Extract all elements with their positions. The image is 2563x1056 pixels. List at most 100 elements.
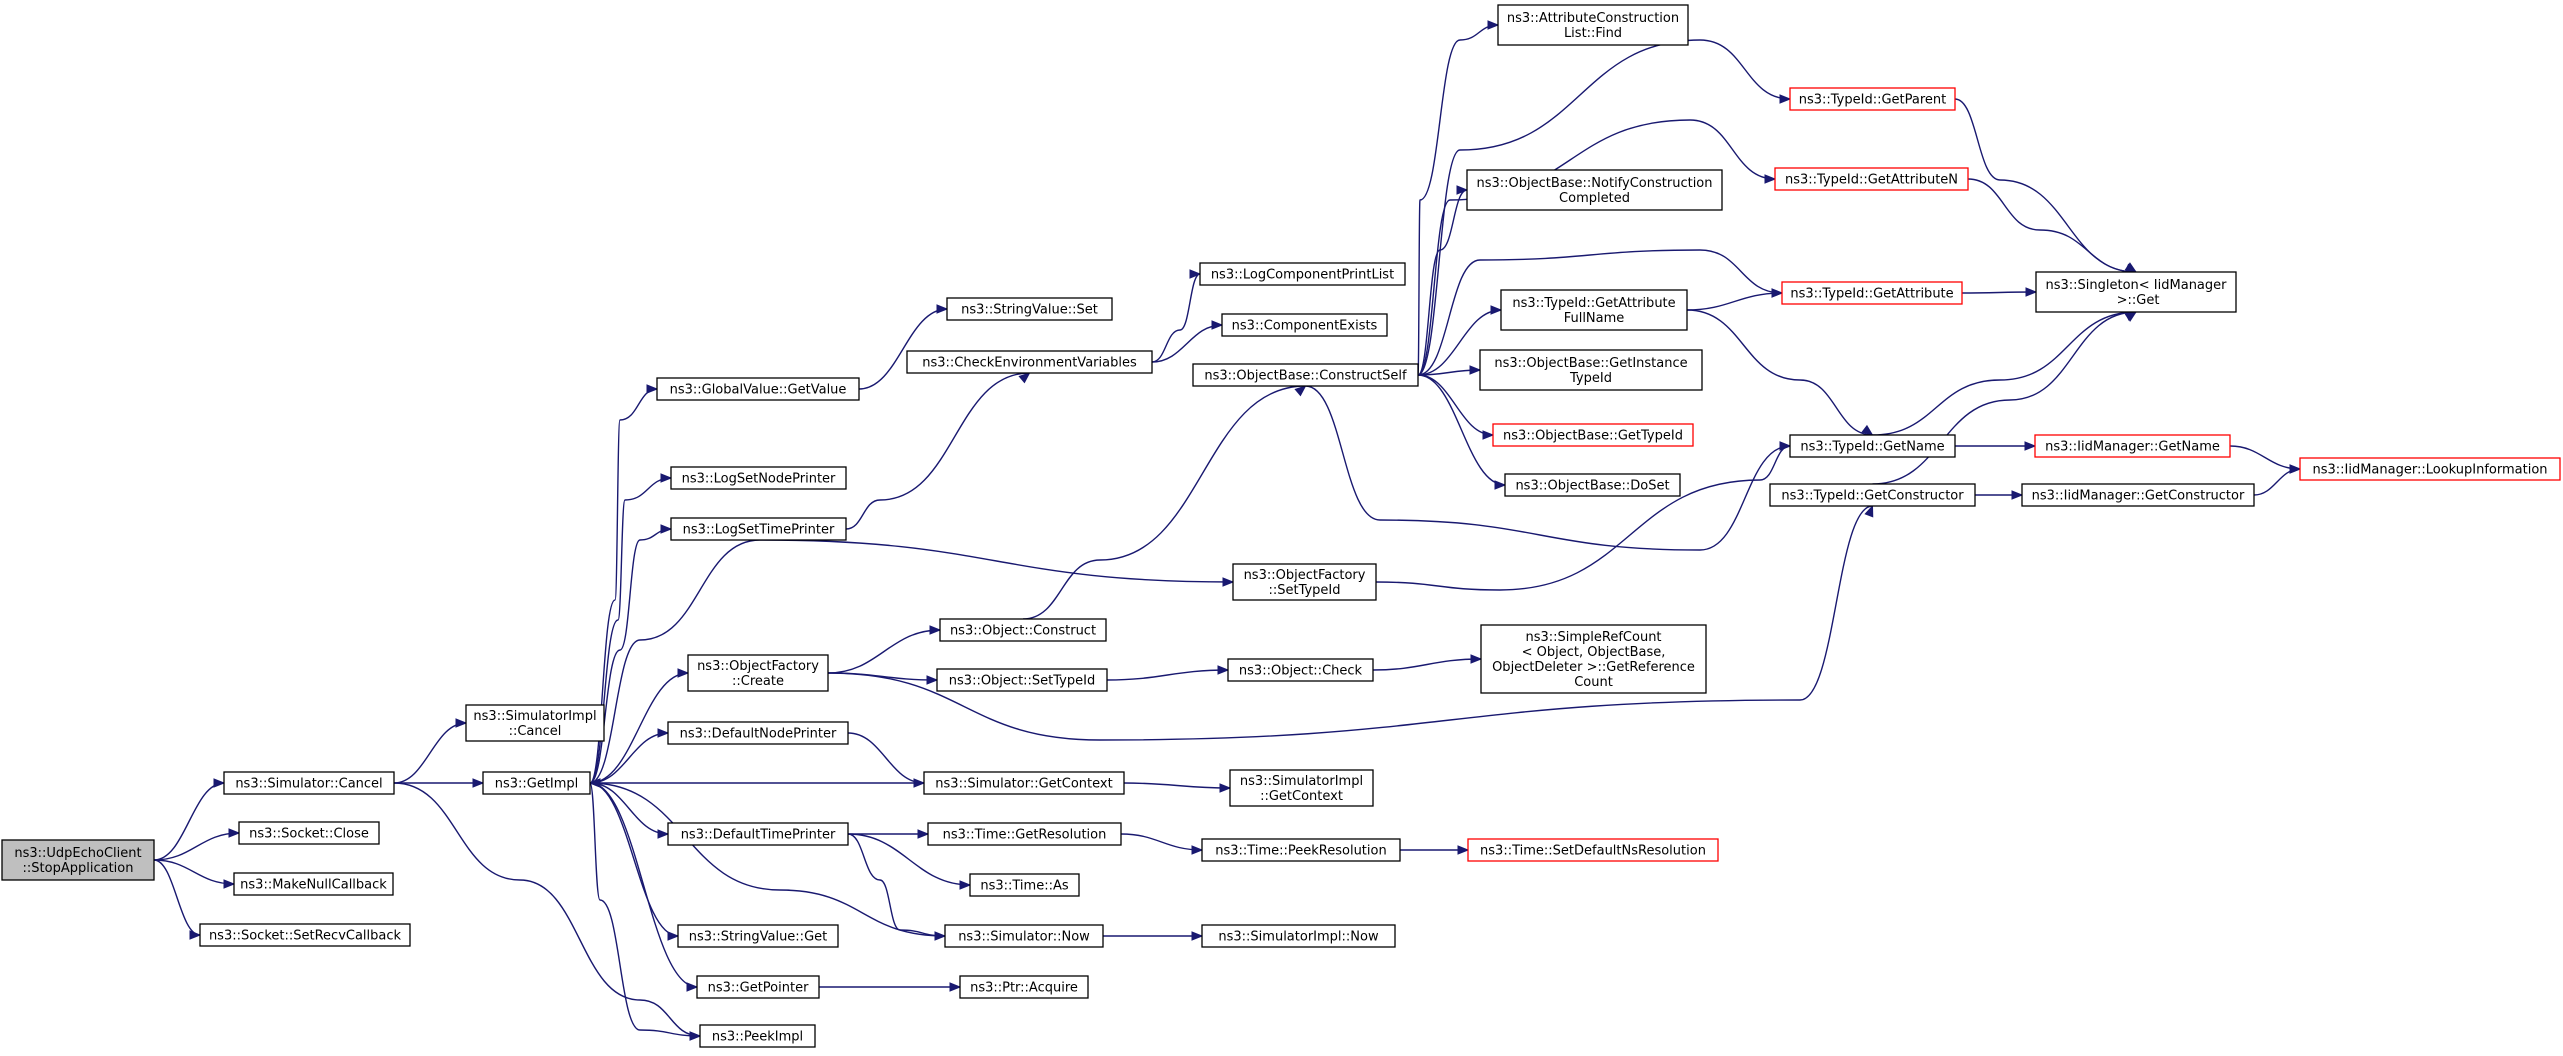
node-simnow[interactable]: ns3::Simulator::Now bbox=[944, 924, 1104, 948]
node-makenull[interactable]: ns3::MakeNullCallback bbox=[233, 872, 394, 896]
edge-tidgetname-to-iidgetname bbox=[1954, 441, 2037, 451]
node-obnotify[interactable]: ns3::ObjectBase::NotifyConstructionCompl… bbox=[1466, 169, 1723, 211]
node-tidgetattrn[interactable]: ns3::TypeId::GetAttributeN bbox=[1774, 167, 1969, 191]
edge-simnow-to-getimpl bbox=[588, 778, 946, 937]
node-box bbox=[1492, 423, 1694, 447]
node-deftimeprinter[interactable]: ns3::DefaultTimePrinter bbox=[667, 822, 849, 846]
node-compexists[interactable]: ns3::ComponentExists bbox=[1221, 313, 1388, 337]
edge-line bbox=[1967, 178, 2137, 273]
node-sockclose[interactable]: ns3::Socket::Close bbox=[238, 821, 380, 845]
node-peekimpl[interactable]: ns3::PeekImpl bbox=[699, 1024, 816, 1048]
edge-simcancel-to-simimplcancel bbox=[393, 718, 468, 784]
node-logcompprint[interactable]: ns3::LogComponentPrintList bbox=[1199, 262, 1406, 286]
node-simcancel[interactable]: ns3::Simulator::Cancel bbox=[223, 771, 395, 795]
node-iidlookup[interactable]: ns3::IidManager::LookupInformation bbox=[2299, 457, 2561, 481]
node-label: ns3::TypeId::GetParent bbox=[1799, 93, 1947, 108]
node-logtimeprinter[interactable]: ns3::LogSetTimePrinter bbox=[670, 517, 847, 541]
edge-stopapp-to-makenull bbox=[153, 859, 236, 889]
edge-line bbox=[589, 782, 698, 988]
node-tidgetparent[interactable]: ns3::TypeId::GetParent bbox=[1789, 87, 1956, 111]
node-timepeekres[interactable]: ns3::Time::PeekResolution bbox=[1201, 838, 1401, 862]
node-obdoset[interactable]: ns3::ObjectBase::DoSet bbox=[1504, 473, 1681, 497]
node-objfactorycreate[interactable]: ns3::ObjectFactory::Create bbox=[687, 654, 829, 692]
edge-iidgetctor-to-iidlookup bbox=[2253, 464, 2302, 496]
node-box bbox=[939, 618, 1107, 642]
node-label: ns3::Ptr::Acquire bbox=[970, 981, 1078, 996]
node-timegetres[interactable]: ns3::Time::GetResolution bbox=[927, 822, 1122, 846]
node-tidgetattr[interactable]: ns3::TypeId::GetAttribute bbox=[1781, 281, 1963, 305]
edge-objsettypeid-to-objcheck bbox=[1106, 665, 1230, 681]
node-label: ns3::Object::Construct bbox=[950, 624, 1096, 639]
node-setrecv[interactable]: ns3::Socket::SetRecvCallback bbox=[199, 923, 411, 947]
edge-arrowhead bbox=[1189, 269, 1202, 279]
node-tidgetctor[interactable]: ns3::TypeId::GetConstructor bbox=[1769, 483, 1976, 507]
node-setdefaultns[interactable]: ns3::Time::SetDefaultNsResolution bbox=[1467, 838, 1719, 862]
node-defnodeprinter[interactable]: ns3::DefaultNodePrinter bbox=[667, 721, 849, 745]
node-svset[interactable]: ns3::StringValue::Set bbox=[946, 297, 1113, 321]
node-box bbox=[1466, 169, 1723, 211]
edge-line bbox=[1120, 833, 1203, 851]
node-label: < Object, ObjectBase, bbox=[1522, 645, 1666, 660]
edge-objfactorycreate-to-tidgetctor bbox=[827, 504, 1874, 741]
node-box bbox=[1227, 658, 1374, 682]
edge-deftimeprinter-to-timeas bbox=[847, 833, 972, 890]
node-label: ns3::MakeNullCallback bbox=[240, 878, 387, 893]
node-simgetcontext[interactable]: ns3::Simulator::GetContext bbox=[923, 771, 1125, 795]
edge-arrowhead bbox=[1487, 20, 1500, 30]
edge-obconstructself-to-tidattrfullname bbox=[1417, 305, 1503, 376]
edge-tidgetctor-to-singletonget bbox=[1872, 311, 2138, 485]
edge-arrowhead bbox=[228, 828, 241, 838]
node-obconstructself[interactable]: ns3::ObjectBase::ConstructSelf bbox=[1192, 363, 1419, 387]
edge-ofsettypeid-to-tidgetname bbox=[1375, 441, 1792, 591]
node-iidgetname[interactable]: ns3::IidManager::GetName bbox=[2034, 434, 2231, 458]
node-stopapp[interactable]: ns3::UdpEchoClient::StopApplication bbox=[1, 839, 155, 881]
node-label: ns3::ObjectBase::GetTypeId bbox=[1503, 429, 1683, 444]
edge-timepeekres-to-setdefaultns bbox=[1399, 845, 1470, 855]
edge-line bbox=[589, 782, 679, 937]
node-gvgetvalue[interactable]: ns3::GlobalValue::GetValue bbox=[656, 377, 860, 401]
node-box bbox=[1467, 838, 1719, 862]
edge-line bbox=[1151, 273, 1201, 363]
edge-tidgetparent-to-singletonget bbox=[1954, 98, 2138, 273]
node-box bbox=[2021, 483, 2255, 507]
edge-arrowhead bbox=[1191, 931, 1204, 941]
edge-arrowhead bbox=[689, 1031, 702, 1041]
node-ofsettypeid[interactable]: ns3::ObjectFactory::SetTypeId bbox=[1232, 563, 1377, 601]
edge-line bbox=[845, 372, 1030, 530]
edge-line bbox=[1872, 311, 2137, 485]
edge-tidgetname-to-singletonget bbox=[1872, 311, 2138, 436]
node-ptracquire[interactable]: ns3::Ptr::Acquire bbox=[959, 975, 1089, 999]
edge-simcancel-to-peekimpl bbox=[393, 782, 702, 1041]
node-getimpl[interactable]: ns3::GetImpl bbox=[482, 771, 591, 795]
edge-obconstructself-to-obgetinstance bbox=[1417, 365, 1482, 376]
node-timeas[interactable]: ns3::Time::As bbox=[969, 873, 1080, 897]
edge-line bbox=[1305, 385, 1791, 551]
node-getpointer[interactable]: ns3::GetPointer bbox=[696, 975, 820, 999]
node-simimplgetctx[interactable]: ns3::SimulatorImpl::GetContext bbox=[1229, 769, 1374, 807]
node-lognodeprinter[interactable]: ns3::LogSetNodePrinter bbox=[670, 466, 847, 490]
node-box bbox=[1201, 838, 1401, 862]
node-obgettypeid[interactable]: ns3::ObjectBase::GetTypeId bbox=[1492, 423, 1694, 447]
node-label: ns3::TypeId::GetName bbox=[1800, 440, 1944, 455]
node-svget[interactable]: ns3::StringValue::Get bbox=[677, 924, 839, 948]
node-box bbox=[1201, 924, 1396, 948]
node-label: ::Create bbox=[732, 674, 784, 689]
node-simimplcancel[interactable]: ns3::SimulatorImpl::Cancel bbox=[465, 704, 605, 742]
node-objcheck[interactable]: ns3::Object::Check bbox=[1227, 658, 1374, 682]
node-singletonget[interactable]: ns3::Singleton< IidManager >::Get bbox=[2035, 271, 2237, 313]
node-label: ns3::UdpEchoClient bbox=[14, 846, 141, 861]
node-iidgetctor[interactable]: ns3::IidManager::GetConstructor bbox=[2021, 483, 2255, 507]
node-simimplnow[interactable]: ns3::SimulatorImpl::Now bbox=[1201, 924, 1396, 948]
node-objconstruct[interactable]: ns3::Object::Construct bbox=[939, 618, 1107, 642]
node-label: Count bbox=[1574, 675, 1613, 690]
node-objsettypeid[interactable]: ns3::Object::SetTypeId bbox=[936, 668, 1108, 692]
node-box bbox=[482, 771, 591, 795]
node-checkenv[interactable]: ns3::CheckEnvironmentVariables bbox=[906, 350, 1153, 374]
edge-line bbox=[1872, 311, 2137, 436]
node-srcgetref[interactable]: ns3::SimpleRefCount< Object, ObjectBase,… bbox=[1480, 624, 1707, 694]
node-label: ns3::ObjectBase::ConstructSelf bbox=[1204, 369, 1407, 384]
node-tidgetname[interactable]: ns3::TypeId::GetName bbox=[1789, 434, 1956, 458]
